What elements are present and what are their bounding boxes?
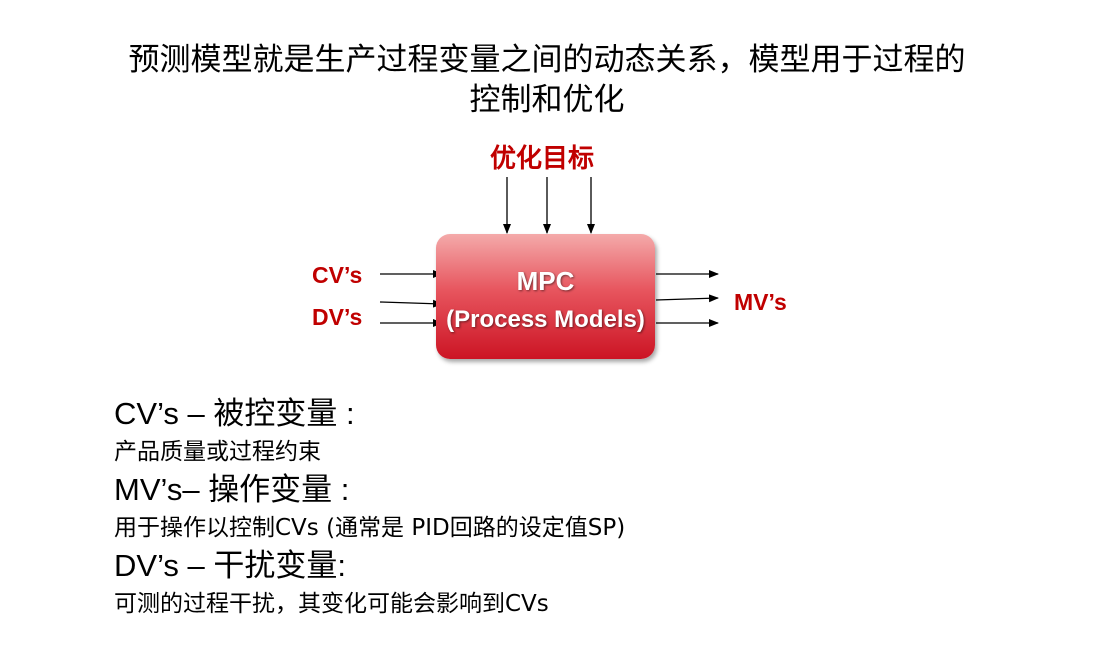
definition-term-mv: MV’s– 操作变量 : — [114, 470, 625, 510]
definition-desc-cv: 产品质量或过程约束 — [114, 439, 321, 465]
term-suffix: : — [337, 396, 355, 431]
definition-term-cv: CV’s – 被控变量 : — [114, 394, 625, 434]
mpc-subtitle: (Process Models) — [446, 306, 645, 333]
dv-input-label: DV’s — [312, 304, 363, 330]
output-arrow-2 — [655, 294, 719, 303]
mpc-title: MPC — [516, 266, 575, 296]
mv-output-label: MV’s — [734, 289, 787, 315]
definition-desc-dv: 可测的过程干扰，其变化可能会影响到CVs — [114, 591, 549, 617]
term-prefix: DV’s – — [114, 548, 214, 583]
term-name: 操作变量 — [208, 472, 333, 508]
cv-input-label: CV’s — [312, 262, 363, 288]
term-suffix: : — [337, 548, 346, 583]
definition-term-dv: DV’s – 干扰变量: — [114, 546, 625, 586]
middle-input-arrow — [379, 299, 443, 308]
optimization-target-label: 优化目标 — [490, 144, 595, 174]
term-name: 干扰变量 — [213, 548, 338, 584]
mpc-block: MPC (Process Models) — [436, 234, 655, 359]
title-line-1: 预测模型就是生产过程变量之间的动态关系，模型用于过程的 — [128, 42, 966, 78]
term-prefix: MV’s– — [114, 472, 209, 507]
term-prefix: CV’s – — [114, 396, 214, 431]
title-line-2: 控制和优化 — [469, 82, 625, 118]
definitions-list: CV’s – 被控变量 : 产品质量或过程约束 MV’s– 操作变量 : 用于操… — [114, 394, 625, 622]
term-suffix: : — [332, 472, 350, 507]
definition-desc-mv: 用于操作以控制CVs (通常是 PID回路的设定值SP) — [114, 515, 626, 541]
page-title: 预测模型就是生产过程变量之间的动态关系，模型用于过程的 控制和优化 — [70, 40, 1024, 120]
term-name: 被控变量 — [213, 396, 338, 432]
